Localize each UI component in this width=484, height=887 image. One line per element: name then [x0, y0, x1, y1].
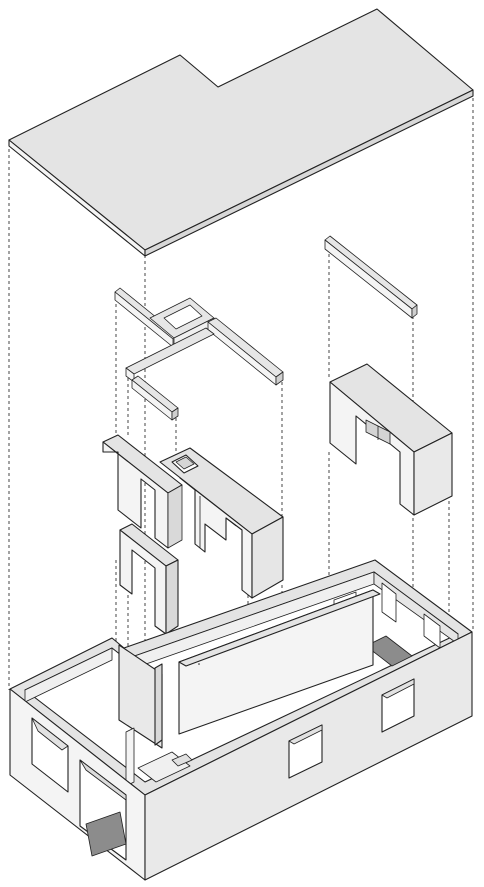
frame-beam-right-side [207, 321, 277, 386]
partition-wall-top [178, 589, 381, 667]
right-upper-wall-unit [329, 363, 453, 516]
left-partition-front [118, 644, 163, 749]
roof-slab-right-edge [144, 89, 474, 257]
right-end-window [381, 582, 397, 623]
center-wall-side [251, 516, 284, 599]
inner-column [125, 727, 135, 787]
partition-mark [198, 663, 200, 665]
front-window-b-reveal [381, 678, 415, 699]
right-beam-end [411, 304, 418, 319]
stair-step [171, 753, 193, 767]
center-wall-crease-b [225, 517, 237, 527]
frame-beam-right-top [207, 317, 284, 378]
left-upper-beam-frame [114, 287, 284, 421]
right-beam-top [324, 235, 418, 310]
front-window-a-reveal [288, 724, 323, 745]
left-end-door-reveal [79, 759, 127, 801]
frame-beam-lower-end [171, 407, 179, 421]
right-beam-side [324, 239, 413, 319]
left-wall-a-edge [167, 484, 183, 549]
ground-floor-shell [9, 559, 473, 881]
left-end-window-reveal [31, 717, 69, 751]
right-upper-beam [324, 235, 418, 319]
lower-left-wall-edge [165, 559, 179, 635]
right-end-dark-floor [365, 635, 413, 667]
left-upper-walls [102, 434, 284, 635]
frame-square-ring-hole [163, 304, 203, 330]
left-partition-side [154, 663, 163, 746]
shell-back-left-inner [24, 647, 113, 703]
left-end-door-dark [85, 811, 127, 857]
center-shaft-inner [175, 456, 195, 470]
roof-slab [8, 8, 474, 257]
frame-beam-right-end [275, 371, 284, 386]
right-unit-front-right [413, 432, 453, 516]
